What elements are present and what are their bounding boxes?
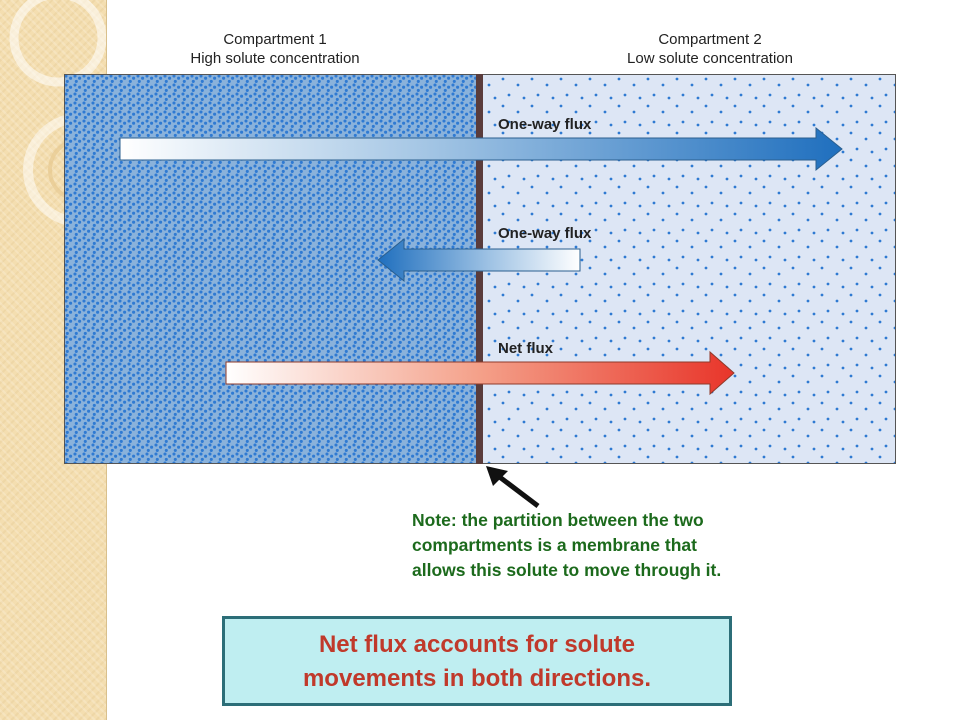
- backward-one-way-flux-arrow: [377, 237, 581, 283]
- membrane-pointer-arrow: [486, 466, 540, 508]
- diffusion-diagram: One-way flux One-way flux Net flux: [64, 74, 896, 464]
- forward-flux-label: One-way flux: [498, 116, 592, 133]
- net-flux-arrow: [225, 350, 735, 396]
- summary-line-1: Net flux accounts for solute: [318, 631, 636, 658]
- membrane-note: Note: the partition between the two comp…: [412, 508, 912, 583]
- forward-one-way-flux-arrow: [119, 126, 843, 172]
- note-line-1: Note: the partition between the two: [412, 510, 704, 530]
- note-line-2: compartments is a membrane that: [412, 535, 697, 555]
- compartment-2-label: Compartment 2 Low solute concentration: [600, 30, 820, 68]
- compartment-2-subtitle: Low solute concentration: [627, 50, 793, 67]
- compartment-1-title: Compartment 1: [223, 31, 327, 48]
- compartment-1-subtitle: High solute concentration: [190, 50, 360, 67]
- backward-flux-label: One-way flux: [498, 225, 592, 242]
- summary-line-2: movements in both directions.: [302, 665, 652, 692]
- compartment-1-label: Compartment 1 High solute concentration: [150, 30, 400, 68]
- note-line-3: allows this solute to move through it.: [412, 560, 722, 580]
- compartment-2-title: Compartment 2: [658, 31, 762, 48]
- net-flux-summary-box: Net flux accounts for solute movements i…: [222, 616, 732, 706]
- net-flux-label: Net flux: [498, 340, 554, 357]
